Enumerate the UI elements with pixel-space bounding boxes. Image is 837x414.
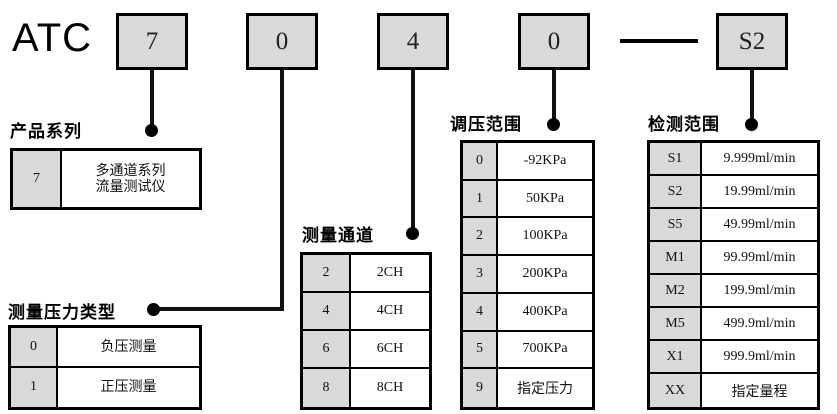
cell-desc: 49.99ml/min (723, 216, 796, 232)
cell-desc: 199.9ml/min (723, 282, 796, 298)
cell-desc: 指定压力 (517, 381, 573, 398)
cell-desc: 700KPa (522, 341, 568, 357)
cell-code: 8 (303, 369, 351, 407)
table-row[interactable]: 4 4CH (303, 293, 429, 331)
table-row[interactable]: 6 6CH (303, 331, 429, 369)
connector-detection-range-line (750, 70, 754, 125)
cell-desc: 999.9ml/min (723, 348, 796, 364)
cell-code: M2 (650, 275, 702, 306)
cell-code: 0 (463, 143, 498, 179)
cell-desc: 200KPa (522, 265, 568, 281)
cell-desc: 4CH (376, 303, 404, 318)
code-box-pressure-type[interactable]: 0 (246, 13, 318, 70)
table-row[interactable]: XX 指定量程 (650, 374, 817, 407)
cell-code: X1 (650, 341, 702, 372)
table-product-series: 7 多通道系列 流量测试仪 (10, 148, 202, 210)
cell-code: 4 (303, 293, 351, 329)
cell-code: 7 (13, 151, 62, 207)
table-row[interactable]: 0 -92KPa (463, 143, 592, 181)
cell-code: M1 (650, 242, 702, 273)
table-detection-range: S1 9.999ml/min S2 19.99ml/min S5 49.99ml… (647, 140, 820, 410)
table-row[interactable]: M2 199.9ml/min (650, 275, 817, 308)
cell-code: XX (650, 374, 702, 407)
cell-code: 3 (463, 256, 498, 292)
cell-desc: 8CH (376, 380, 404, 395)
cell-code: 6 (303, 331, 351, 367)
cell-desc: 99.99ml/min (723, 249, 796, 265)
section-label-pressure-range: 调压范围 (450, 115, 522, 135)
section-label-pressure-type: 测量压力类型 (8, 303, 116, 323)
cell-desc: 9.999ml/min (723, 150, 796, 166)
cell-code: 1 (463, 180, 498, 217)
connector-pressure-type-hline (152, 307, 284, 311)
table-row[interactable]: 4 400KPa (463, 293, 592, 332)
section-label-detection-range: 检测范围 (648, 115, 720, 135)
connector-channel-line (411, 70, 415, 233)
table-row[interactable]: 7 多通道系列 流量测试仪 (13, 151, 199, 207)
cell-code: M5 (650, 308, 702, 339)
table-pressure-range: 0 -92KPa 1 50KPa 2 100KPa 3 200KPa 4 400… (460, 140, 595, 410)
table-row[interactable]: 0 负压测量 (11, 328, 199, 368)
code-box-series[interactable]: 7 (116, 13, 188, 70)
separator-dash (620, 39, 698, 43)
cell-code: S5 (650, 209, 702, 240)
table-pressure-type: 0 负压测量 1 正压测量 (8, 325, 202, 410)
cell-desc: 50KPa (525, 190, 565, 206)
cell-code: S2 (650, 176, 702, 207)
cell-desc: 负压测量 (100, 338, 157, 355)
table-row[interactable]: 3 200KPa (463, 256, 592, 294)
brand-label: ATC (12, 16, 93, 60)
cell-desc: 多通道系列 流量测试仪 (95, 162, 166, 195)
table-row[interactable]: 9 指定压力 (463, 369, 592, 407)
cell-code: 2 (463, 218, 498, 255)
code-box-pressure-range[interactable]: 0 (518, 13, 590, 70)
cell-code: 9 (463, 369, 498, 407)
cell-code: 2 (303, 255, 351, 291)
cell-code: S1 (650, 143, 702, 174)
cell-desc: 2CH (376, 265, 404, 280)
code-box-detection-range[interactable]: S2 (716, 13, 788, 70)
cell-desc: 19.99ml/min (723, 183, 796, 199)
connector-pressure-type-dot (147, 303, 160, 316)
cell-code: 0 (11, 328, 58, 366)
cell-desc: 499.9ml/min (723, 315, 796, 331)
connector-pressure-range-dot (547, 118, 560, 131)
table-row[interactable]: S1 9.999ml/min (650, 143, 817, 176)
table-row[interactable]: 2 100KPa (463, 218, 592, 257)
connector-series-line (150, 70, 154, 130)
cell-desc: 正压测量 (100, 379, 157, 396)
table-row[interactable]: 5 700KPa (463, 331, 592, 370)
table-row[interactable]: M5 499.9ml/min (650, 308, 817, 341)
table-row[interactable]: X1 999.9ml/min (650, 341, 817, 374)
table-row[interactable]: 1 50KPa (463, 180, 592, 219)
table-row[interactable]: 1 正压测量 (11, 367, 199, 407)
connector-detection-range-dot (745, 118, 758, 131)
table-row[interactable]: M1 99.99ml/min (650, 242, 817, 275)
connector-pressure-type-vline (280, 70, 284, 311)
table-row[interactable]: 8 8CH (303, 369, 429, 407)
cell-code: 4 (463, 293, 498, 330)
connector-pressure-range-line (552, 70, 556, 125)
table-row[interactable]: 2 2CH (303, 255, 429, 293)
table-row[interactable]: S2 19.99ml/min (650, 176, 817, 209)
cell-desc: 100KPa (522, 228, 568, 244)
code-box-channel[interactable]: 4 (377, 13, 449, 70)
cell-desc: -92KPa (523, 152, 567, 168)
connector-channel-dot (406, 227, 419, 240)
table-row[interactable]: S5 49.99ml/min (650, 209, 817, 242)
cell-code: 1 (11, 367, 58, 407)
connector-series-dot (145, 124, 158, 137)
cell-desc: 指定量程 (731, 383, 788, 400)
section-label-channel: 测量通道 (302, 226, 374, 246)
cell-desc: 6CH (376, 341, 404, 356)
section-label-product-series: 产品系列 (10, 122, 82, 142)
table-channel: 2 2CH 4 4CH 6 6CH 8 8CH (300, 252, 432, 410)
cell-code: 5 (463, 331, 498, 368)
cell-desc: 400KPa (522, 303, 568, 319)
